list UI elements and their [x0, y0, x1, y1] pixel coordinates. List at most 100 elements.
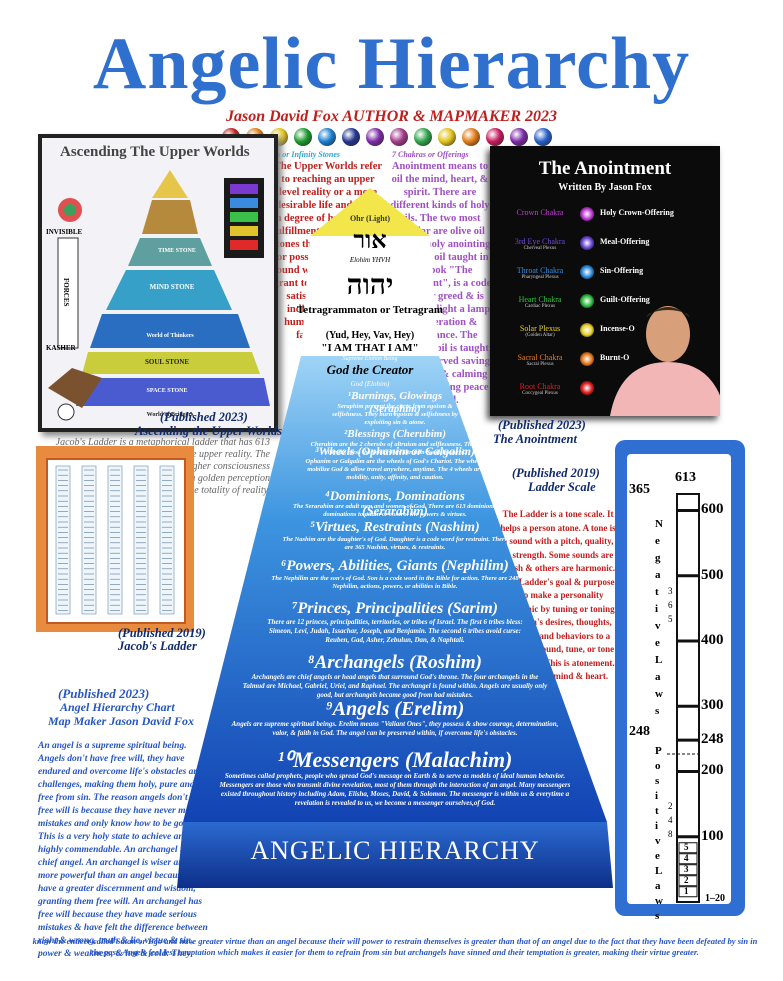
ladder-caption-title: Ladder Scale [528, 480, 596, 494]
ladder-tick-label: 100 [701, 827, 724, 844]
chart-caption-title: Angel Hierarchy Chart [60, 700, 175, 714]
book1-mind-stone: MIND STONE [149, 283, 195, 291]
book1-world-bridgers: World of Bridgers [146, 412, 194, 418]
gem-row [222, 128, 562, 152]
ladder-rung-label: 3 [684, 863, 689, 874]
ladder-tick-label: 600 [701, 501, 724, 518]
chart-caption-year: (Published 2023) [58, 686, 150, 701]
god-elohim-label: God (Elohim) [350, 380, 390, 388]
level-description: Seraphim prevent the curse from egoism &… [332, 403, 458, 426]
chakra-name: Sacral Chakra [517, 353, 563, 362]
chakra-name: Throat Chakra [516, 266, 564, 275]
ladder-column [55, 465, 71, 615]
level-title: ⁹Angels (Erelim) [325, 698, 465, 720]
book1-soul-stone: SOUL STONE [144, 358, 190, 366]
chakra-name: Crown Chakra [516, 208, 564, 217]
chakra-gem [580, 381, 594, 395]
ladder-tick-label: 248 [701, 731, 724, 748]
level-description: The Nashim are the daughter's of God. Da… [282, 536, 508, 551]
ladder-text: The Ladder is a tone scale. It helps a p… [500, 509, 616, 681]
i-am-label: "I AM THAT I AM" [321, 342, 419, 354]
gem-9 [414, 128, 432, 146]
ladder-small-rung [678, 875, 698, 887]
book1-caption-year: (Published 2023) [160, 410, 248, 424]
ladder-613: 613 [675, 470, 696, 485]
ladder-248-left: 248 [629, 724, 650, 739]
level-title: ²Blessings (Cherubim) [343, 428, 446, 440]
ladder-scale-panel: 365 613 248 Negative Laws Positive Laws … [615, 440, 745, 922]
ladder-tick-label: 200 [701, 762, 724, 779]
gem-6 [342, 128, 360, 146]
level-title: ⁵Virtues, Restraints (Nashim) [310, 520, 480, 535]
ladder-small-rung [678, 842, 698, 854]
chakra-gem [580, 294, 594, 308]
negative-laws-label: Negative Laws [655, 518, 665, 717]
level-description: Cherubim are the 2 cherubs of altruism a… [310, 441, 480, 456]
book1-space-stone: SPACE STONE [146, 388, 188, 394]
level-description: There are 12 princes, principalities, te… [267, 618, 523, 644]
level-title: ⁸Archangels (Roshim) [308, 652, 482, 673]
tetra-hebrew: יהוה [346, 270, 394, 301]
book1-title: Ascending The Upper Worlds [60, 144, 250, 160]
gem-13 [510, 128, 528, 146]
chakra-offering: Sin-Offering [600, 266, 644, 275]
anointment-book-cover: The Anointment Written By Jason Fox Crow… [490, 146, 720, 416]
level-description: Angels are supreme spiritual beings. Ere… [231, 720, 559, 737]
author-photo [610, 306, 720, 416]
page-subtitle: Jason David Fox AUTHOR & MAPMAKER 2023 [225, 108, 557, 125]
gem-5 [318, 128, 336, 146]
chakra-sub: Coccygeal Plexus [522, 391, 558, 396]
chakra-sub: Sacral Plexus [526, 362, 554, 367]
chakra-name: Heart Chakra [518, 295, 562, 304]
jacobs-ladder-book-cover [36, 446, 194, 632]
anointment-text: Anointment means to oil the mind, heart,… [389, 161, 492, 406]
pyramid-shape [177, 188, 613, 888]
apex-hebrew: אור [353, 228, 387, 254]
ladder-caption-year: (Published 2019) [512, 466, 600, 480]
book2-caption-title: The Anointment [493, 432, 577, 446]
chakra-gem [580, 323, 594, 337]
level-description: The Nephilim are the son's of God. Son i… [271, 575, 519, 590]
ladder-columns-art [55, 465, 175, 615]
level-title: ¹Burnings, Glowings (Seraphim) [347, 390, 443, 415]
book3-caption-year: (Published 2019) [118, 626, 206, 640]
chakra-sub: Cherveal Plexus [523, 246, 557, 251]
book1-forces: FORCES [62, 278, 70, 307]
gem-caption-chakras: 7 Chakras or Offerings [392, 150, 469, 159]
ladder-tick-label: 500 [701, 566, 724, 583]
ladder-inner-365: 365 [668, 586, 673, 624]
book1-time-stone: TIME STONE [158, 248, 196, 254]
angelic-pyramid: Ohr (Light) אור Elohim YHVH יהוה Tetragr… [175, 158, 615, 918]
ladder-rung-label: 1 [684, 885, 689, 896]
book1-caption-title: Ascending the Upper Worlds [135, 424, 283, 438]
apex-ohr: Ohr (Light) [349, 214, 391, 223]
angel-text: An angel is a supreme spiritual being. A… [38, 741, 209, 959]
level-description: Archangels are chief angels or head ange… [242, 673, 548, 699]
ladder-bottom-label: 1–20 [705, 893, 725, 904]
level-title: ⁶Powers, Abilities, Giants (Nephilim) [281, 558, 509, 574]
positive-laws-label: Positive Laws [655, 745, 665, 922]
level-description: The Serarahim are adult men and women of… [292, 503, 497, 518]
chakra-offering: Meal-Offering [600, 237, 650, 246]
yhvh-label: (Yud, Hey, Vav, Hey) [325, 330, 415, 341]
ladder-inner-248: 248 [668, 801, 673, 839]
elohim-label: Elohim YHVH [349, 256, 391, 264]
chakra-sub: Pharyngeal Plexus [521, 275, 559, 280]
chakra-sub: (Golden Altar) [525, 333, 555, 338]
ladder-rung-label: 4 [684, 852, 689, 863]
level-title: ¹⁰Messengers (Malachim) [277, 747, 513, 772]
gem-7 [366, 128, 384, 146]
gem-4 [294, 128, 312, 146]
book1-invisible: INVISIBLE [46, 228, 83, 236]
page-title: Angelic Hierarchy [92, 23, 691, 105]
ladder-small-rung [678, 864, 698, 876]
gem-caption-stones: 7 Singularities or Infinity Stones [232, 150, 341, 159]
footer-text: know the enticer called Satan or Ego and… [32, 936, 758, 957]
level-description: Ophanim or Galgalim are the wheels of Go… [305, 458, 485, 481]
chakra-gem [580, 265, 594, 279]
ladder-tick-label: 400 [701, 631, 724, 648]
book2-caption-year: (Published 2023) [498, 418, 586, 432]
book1-pyramid-art [48, 170, 270, 421]
ladder-column [81, 465, 97, 615]
chakra-name: 3rd Eye Chakra [514, 237, 566, 246]
